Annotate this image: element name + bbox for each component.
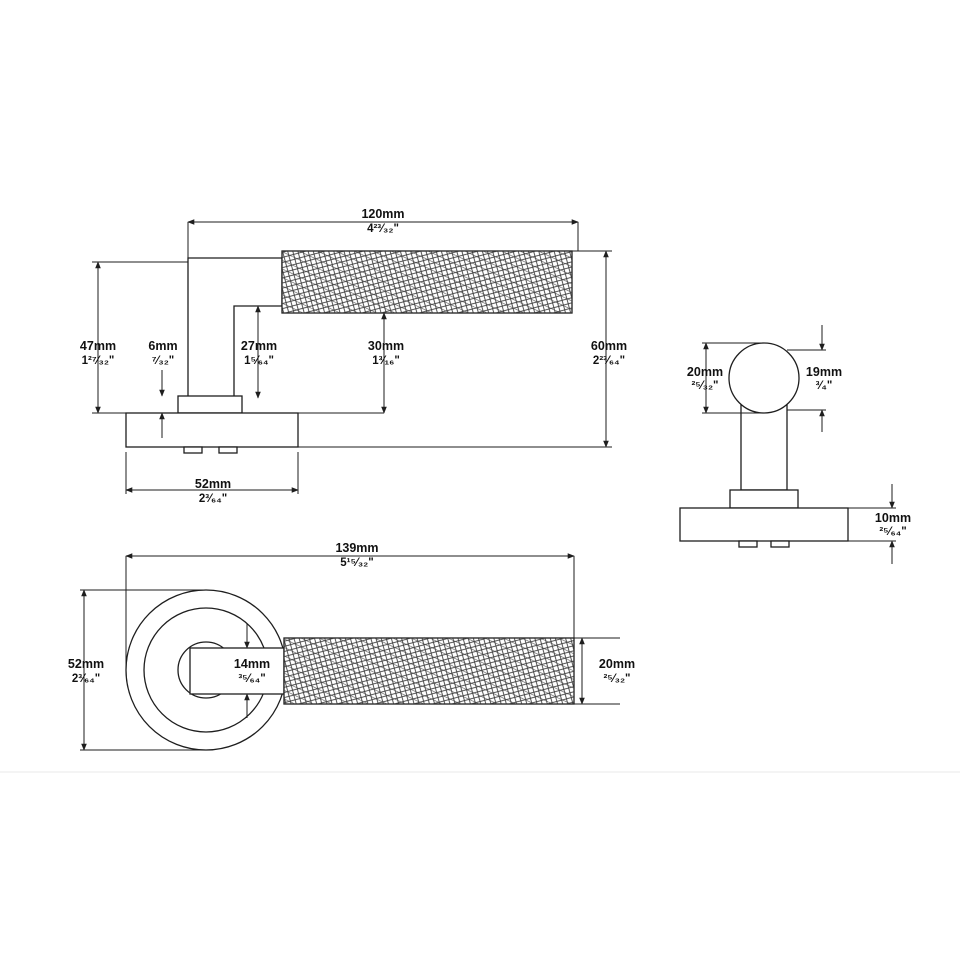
top-rose-52-inch: 2³⁄₆₄" bbox=[72, 673, 100, 685]
side-30-inch: 1³⁄₁₆" bbox=[372, 355, 400, 367]
side-rose-52-mm: 52mm bbox=[195, 477, 231, 491]
end-rose-10-inch: ²⁵⁄₆₄" bbox=[879, 526, 906, 538]
side-height-60-mm: 60mm bbox=[591, 339, 627, 353]
top-length-139-mm: 139mm bbox=[335, 541, 378, 555]
end-neck bbox=[740, 404, 788, 491]
side-height-47-mm: 47mm bbox=[80, 339, 116, 353]
side-6-inch: ⁷⁄₃₂" bbox=[152, 355, 175, 367]
side-rose bbox=[125, 412, 299, 448]
side-30-mm: 30mm bbox=[368, 339, 404, 353]
top-length-139-inch: 5¹⁵⁄₃₂" bbox=[340, 557, 373, 569]
top-rose-52-mm: 52mm bbox=[68, 657, 104, 671]
side-27-mm: 27mm bbox=[241, 339, 277, 353]
top-lever-neck bbox=[189, 647, 285, 695]
side-height-60-inch: 2²³⁄₆₄" bbox=[593, 355, 625, 367]
end-grip-20-inch: ²⁵⁄₃₂" bbox=[691, 380, 718, 392]
side-screw-pin bbox=[183, 446, 203, 454]
side-height-47-inch: 1²⁷⁄₃₂" bbox=[82, 355, 115, 367]
top-neck-14-inch: ³⁵⁄₆₄" bbox=[238, 673, 265, 685]
side-rose-52-inch: 2³⁄₆₄" bbox=[199, 493, 227, 505]
end-neck-19-mm: 19mm bbox=[806, 365, 842, 379]
end-neck-19-inch: ³⁄₄" bbox=[816, 380, 833, 392]
top-neck-14-mm: 14mm bbox=[234, 657, 270, 671]
side-collar bbox=[177, 395, 243, 414]
end-grip-20-mm: 20mm bbox=[687, 365, 723, 379]
top-grip-20-inch: ²⁵⁄₃₂" bbox=[603, 673, 630, 685]
end-rose bbox=[679, 507, 849, 542]
end-collar bbox=[729, 489, 799, 509]
side-length-inch: 4²³⁄₃₂" bbox=[367, 223, 399, 235]
end-grip-circle bbox=[728, 342, 800, 414]
side-view: 120mm 4²³⁄₃₂" 47mm 1²⁷⁄₃₂" 6mm ⁷⁄₃₂" 27m… bbox=[80, 207, 627, 505]
top-view: 139mm 5¹⁵⁄₃₂" 52mm 2³⁄₆₄" 14mm ³⁵⁄₆₄" 20… bbox=[68, 541, 635, 751]
end-screw-pin bbox=[738, 540, 758, 548]
side-lever-shank bbox=[187, 257, 283, 399]
side-27-inch: 1⁵⁄₆₄" bbox=[244, 355, 274, 367]
side-6-mm: 6mm bbox=[148, 339, 177, 353]
side-screw-pin bbox=[218, 446, 238, 454]
end-rose-10-mm: 10mm bbox=[875, 511, 911, 525]
top-grip-20-mm: 20mm bbox=[599, 657, 635, 671]
end-screw-pin bbox=[770, 540, 790, 548]
end-view: 20mm ²⁵⁄₃₂" 19mm ³⁄₄" 10mm ²⁵⁄₆₄" bbox=[679, 325, 911, 564]
side-length-mm: 120mm bbox=[361, 207, 404, 221]
